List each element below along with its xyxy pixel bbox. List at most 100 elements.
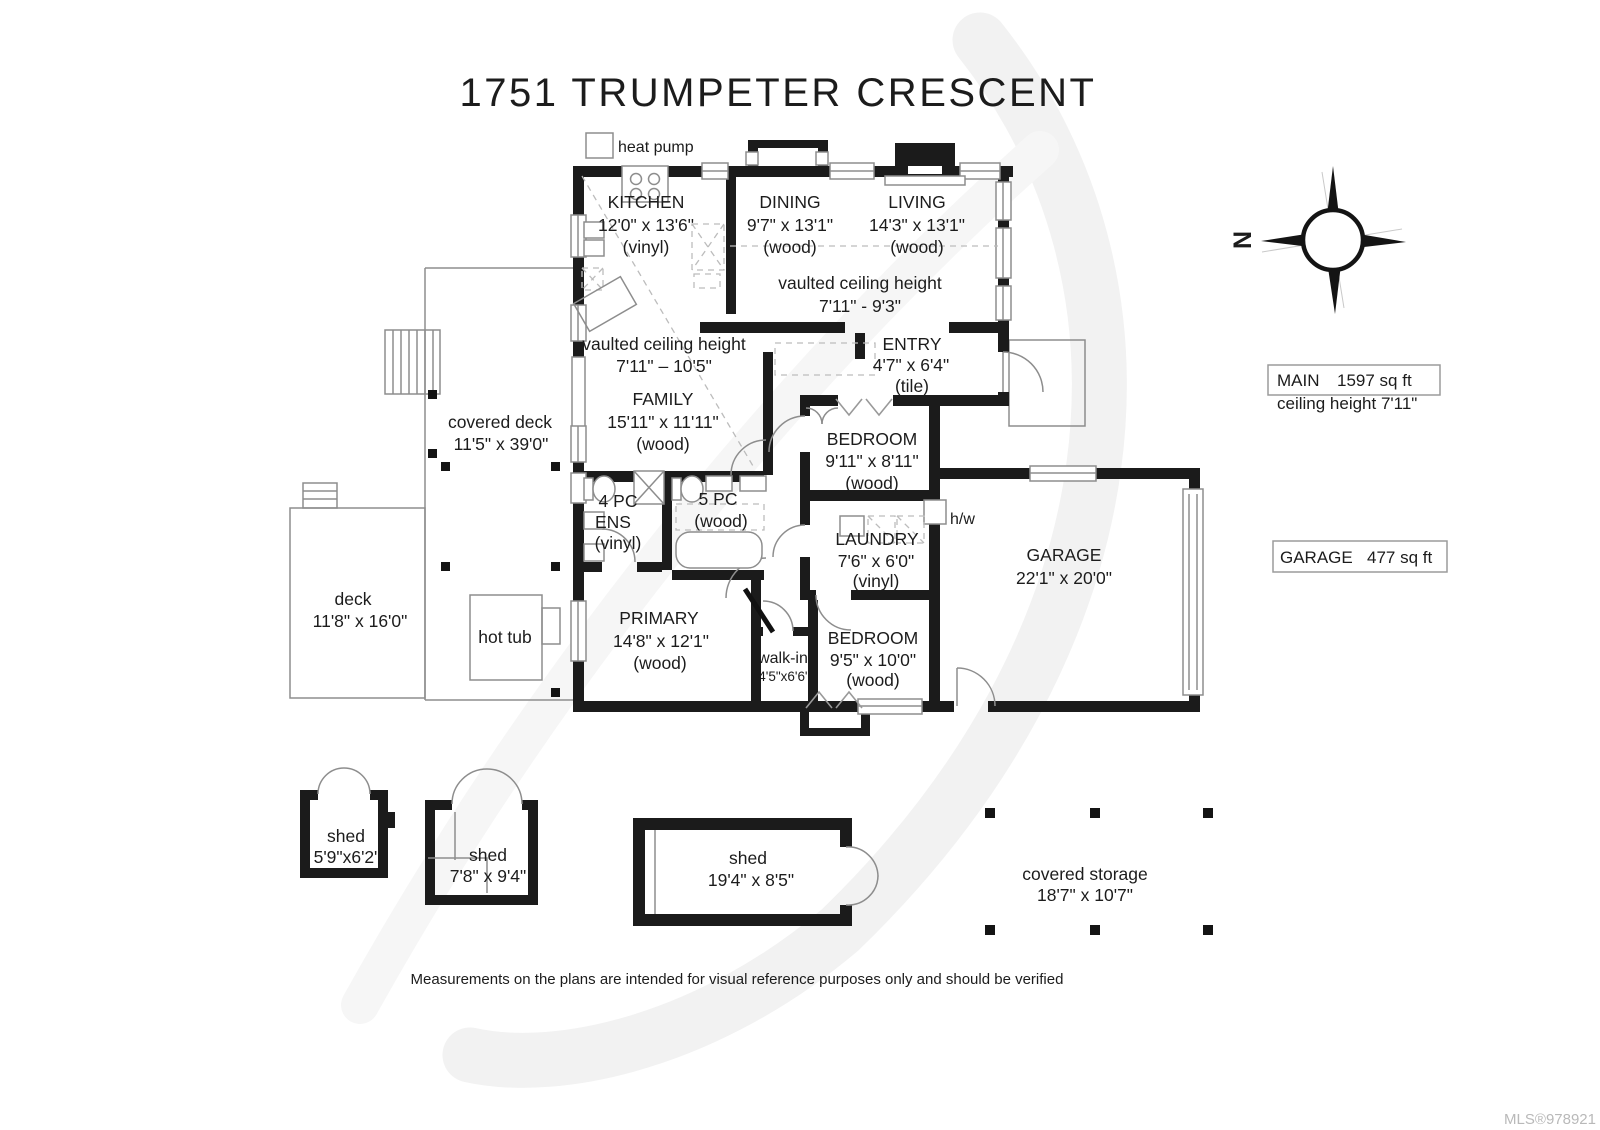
bedroom-back-door (815, 594, 852, 631)
front-porch-outline (1008, 339, 1086, 427)
mls-number: MLS®978921 (1504, 1111, 1596, 1128)
fixtures (572, 165, 925, 569)
kitchen-floor: (vinyl) (623, 237, 670, 257)
bedroom-front-door (768, 415, 806, 453)
family-dims: 15'11" x 11'11" (607, 412, 719, 432)
dryer (896, 515, 925, 544)
bedroom-back-floor: (wood) (846, 670, 900, 690)
stairs (384, 329, 441, 395)
compass: N (1229, 166, 1406, 314)
garage-area-box (1272, 540, 1448, 573)
primary-name: PRIMARY (619, 608, 699, 628)
living-vault-line2: 7'11" - 9'3" (819, 296, 901, 316)
covered-storage-name: covered storage (1022, 864, 1148, 884)
kitchen-island (572, 275, 638, 333)
entry-floor: (tile) (895, 376, 929, 396)
main-ceiling-note: ceiling height 7'11" (1277, 394, 1417, 413)
shed-mid-outline (425, 768, 538, 905)
bedroom-back-closet-bifold (805, 690, 833, 709)
laundry-sink (839, 515, 865, 537)
dashed-details (581, 175, 998, 467)
bedroom-back-dims: 9'5" x 10'0" (830, 650, 916, 670)
posts (428, 390, 1213, 935)
sheds (300, 767, 879, 926)
living-dims: 14'3" x 13'1" (869, 215, 965, 235)
ensuite-toilet (583, 477, 594, 501)
laundry-name: LAUNDRY (835, 529, 919, 549)
shed-small-dims: 5'9"x6'2" (314, 847, 381, 867)
bedroom-front-floor: (wood) (845, 473, 899, 493)
bathtub (675, 531, 763, 569)
main-summary-name: MAIN (1277, 371, 1320, 390)
bathroom-vanity (675, 503, 765, 531)
bathroom-sink (705, 475, 733, 492)
entry-closet-bifold (835, 398, 863, 417)
walk-in-door (762, 600, 794, 632)
interior-walls (584, 166, 1009, 736)
shed-long-dims: 19'4" x 8'5" (708, 870, 794, 890)
deck-outlines (289, 267, 1086, 701)
hot-tub-label: hot tub (478, 627, 532, 647)
laundry-door (772, 524, 806, 558)
bedroom-back-name: BEDROOM (828, 628, 918, 648)
hot-water-label: h/w (950, 511, 975, 528)
family-floor: (wood) (636, 434, 690, 454)
stove (621, 165, 669, 203)
shed-long-outline (633, 818, 879, 926)
compass-circle (1300, 207, 1366, 273)
laundry-floor: (vinyl) (853, 571, 900, 591)
family-vault-line1: vaulted ceiling height (582, 334, 746, 354)
washer (867, 515, 896, 544)
dining-dims: 9'7" x 13'1" (747, 215, 833, 235)
garage-dims: 22'1" x 20'0" (1016, 568, 1112, 588)
entry-dims: 4'7" x 6'4" (873, 355, 950, 375)
dining-name: DINING (759, 192, 820, 212)
main-area-box (1267, 364, 1441, 396)
covered-deck-dims: 11'5" x 39'0" (454, 434, 549, 454)
walk-in-dims: 4'5"x6'6" (758, 669, 810, 684)
labels: 1751 TRUMPETER CRESCENT heat pump KITCHE… (313, 71, 1596, 1128)
deck-steps (302, 482, 338, 509)
bedroom-front-dims: 9'11" x 8'11" (825, 451, 918, 471)
deck-dims: 11'8" x 16'0" (313, 611, 408, 631)
ensuite-floor: (vinyl) (595, 533, 642, 553)
deck-name: deck (335, 589, 372, 609)
garage-summary-area: 477 sq ft (1367, 548, 1432, 567)
bathroom-floor: (wood) (694, 511, 748, 531)
ensuite-line1: 4 PC (599, 491, 638, 511)
family-name: FAMILY (633, 389, 694, 409)
dining-floor: (wood) (763, 237, 817, 257)
heat-pump-unit (585, 132, 614, 159)
primary-dims: 14'8" x 12'1" (613, 631, 709, 651)
laundry-dims: 7'6" x 6'0" (838, 551, 915, 571)
plan-title: 1751 TRUMPETER CRESCENT (460, 71, 1097, 115)
garage-summary-name: GARAGE (1280, 548, 1353, 567)
covered-storage-dims: 18'7" x 10'7" (1037, 885, 1133, 905)
kitchen-dims: 12'0" x 13'6" (598, 215, 694, 235)
bathroom-toilet (671, 477, 682, 501)
hot-water-tank (923, 499, 947, 525)
living-floor: (wood) (890, 237, 944, 257)
summary-boxes (1267, 364, 1448, 573)
ensuite-line2: ENS (595, 512, 631, 532)
hearth (884, 175, 966, 186)
doors (601, 351, 1044, 709)
disclaimer: Measurements on the plans are intended f… (411, 971, 1064, 988)
covered-deck-name: covered deck (448, 412, 552, 432)
garage-door (1182, 488, 1204, 696)
living-vault-line1: vaulted ceiling height (778, 273, 942, 293)
shed-long-name: shed (729, 848, 767, 868)
pantry (691, 223, 725, 271)
bedroom-front-name: BEDROOM (827, 429, 917, 449)
shed-small-outline (300, 767, 395, 878)
walk-in-name: walk-in (757, 650, 808, 667)
kitchen-name: KITCHEN (608, 192, 685, 212)
primary-floor: (wood) (633, 653, 687, 673)
entry-name: ENTRY (883, 334, 942, 354)
bathroom-door (730, 439, 767, 476)
family-vault-line2: 7'11" – 10'5" (616, 356, 712, 376)
shed-mid-dims: 7'8" x 9'4" (450, 866, 527, 886)
heat-pump-label: heat pump (618, 139, 694, 156)
garage-name: GARAGE (1027, 545, 1102, 565)
